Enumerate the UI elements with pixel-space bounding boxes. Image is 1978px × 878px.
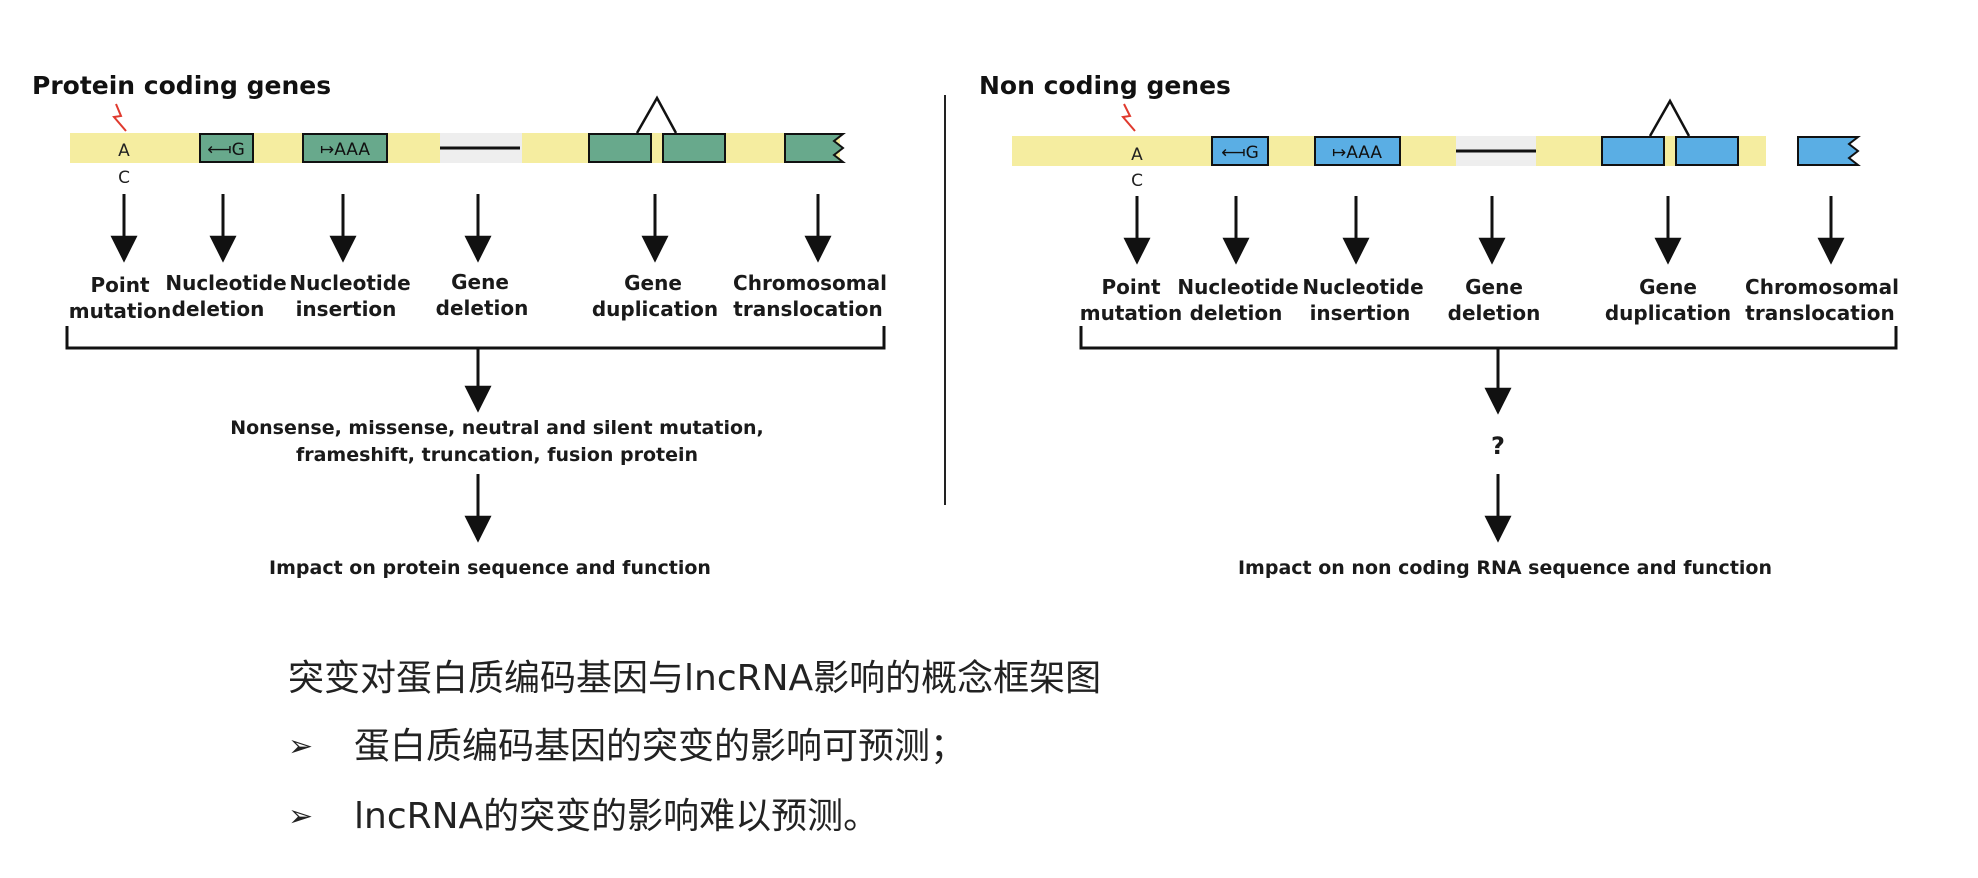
label-nucleotide-insertion-2: insertion <box>296 297 397 321</box>
lightning-icon <box>112 103 127 132</box>
mutation-arrows <box>110 194 832 263</box>
impact-text: Impact on non coding RNA sequence and fu… <box>1238 557 1772 579</box>
base-mutated: C <box>118 168 130 188</box>
label-nucleotide-insertion-2: insertion <box>1310 301 1411 325</box>
label-nucleotide-deletion-2: deletion <box>172 297 265 321</box>
label-nucleotide-insertion-1: Nucleotide <box>289 271 410 295</box>
duplicated-gene-box <box>1675 136 1739 166</box>
label-gene-duplication-1: Gene <box>624 271 682 295</box>
label-point-mutation-1: Point <box>90 273 149 297</box>
label-nucleotide-deletion-1: Nucleotide <box>165 271 286 295</box>
label-nucleotide-insertion-1: Nucleotide <box>1302 275 1423 299</box>
base-mutated: C <box>1131 171 1143 191</box>
duplication-caret <box>635 95 678 134</box>
deletion-box-label: ⟻G <box>207 140 245 160</box>
label-nucleotide-deletion-2: deletion <box>1190 301 1283 325</box>
nucleotide-insertion-box <box>1314 136 1401 166</box>
label-nucleotide-deletion-1: Nucleotide <box>1177 275 1298 299</box>
label-point-mutation-2: mutation <box>1080 301 1183 325</box>
noncoding-panel-title: Non coding genes <box>979 71 1231 100</box>
label-point-mutation-2: mutation <box>69 299 172 323</box>
nucleotide-deletion-box <box>199 133 254 163</box>
label-point-mutation-1: Point <box>1101 275 1160 299</box>
nucleotide-insertion-box <box>302 133 388 163</box>
label-gene-duplication-2: duplication <box>1605 301 1731 325</box>
noncoding-panel: Non coding genes A C ⟻G ↦AAA <box>979 71 1899 579</box>
bullet-arrow-icon: ➢ <box>288 729 314 764</box>
consequence-line-2: frameshift, truncation, fusion protein <box>296 444 698 466</box>
grouping-bracket <box>1079 326 1898 350</box>
base-original: A <box>118 141 130 161</box>
duplication-caret <box>1648 98 1691 137</box>
protein-panel-title: Protein coding genes <box>32 71 331 100</box>
label-gene-deletion-2: deletion <box>1448 301 1541 325</box>
mutation-labels: Point mutation Nucleotide deletion Nucle… <box>1080 275 1899 325</box>
caption-item-text: lncRNA的突变的影响难以预测。 <box>354 796 880 837</box>
label-gene-deletion-1: Gene <box>1465 275 1523 299</box>
duplicated-gene-box <box>1601 136 1665 166</box>
lightning-icon <box>1121 103 1136 132</box>
label-chromosomal-translocation-1: Chromosomal <box>733 271 887 295</box>
deletion-box-label: ⟻G <box>1221 143 1259 163</box>
label-gene-deletion-1: Gene <box>451 270 509 294</box>
label-chromosomal-translocation-2: translocation <box>1745 301 1894 325</box>
insertion-box-label: ↦AAA <box>320 140 370 160</box>
caption-item-text: 蛋白质编码基因的突变的影响可预测； <box>354 726 967 767</box>
consequence-line-1: Nonsense, missense, neutral and silent m… <box>230 417 764 439</box>
mutation-diagram: Protein coding genes A C ⟻G ↦AAA <box>32 71 1899 579</box>
grouping-bracket <box>65 326 886 350</box>
unknown-consequence: ? <box>1491 432 1505 460</box>
caption-item: ➢ 蛋白质编码基因的突变的影响可预测； <box>288 723 1101 771</box>
caption: 突变对蛋白质编码基因与lncRNA影响的概念框架图 ➢ 蛋白质编码基因的突变的影… <box>288 655 1101 863</box>
label-gene-duplication-2: duplication <box>592 297 718 321</box>
nucleotide-deletion-box <box>1211 136 1269 166</box>
translocation-box <box>1797 136 1861 166</box>
impact-text: Impact on protein sequence and function <box>269 557 711 579</box>
duplicated-gene-box <box>588 133 652 163</box>
mutation-arrows <box>1123 196 1845 265</box>
label-chromosomal-translocation-2: translocation <box>733 297 882 321</box>
duplicated-gene-box <box>662 133 726 163</box>
protein-coding-panel: Protein coding genes A C ⟻G ↦AAA <box>32 71 887 579</box>
insertion-box-label: ↦AAA <box>1332 143 1382 163</box>
caption-title: 突变对蛋白质编码基因与lncRNA影响的概念框架图 <box>288 658 1102 699</box>
label-gene-deletion-2: deletion <box>436 296 529 320</box>
base-original: A <box>1131 145 1143 165</box>
label-chromosomal-translocation-1: Chromosomal <box>1745 275 1899 299</box>
translocation-box <box>784 133 846 163</box>
label-gene-duplication-1: Gene <box>1639 275 1697 299</box>
mutation-labels: Point mutation Nucleotide deletion Nucle… <box>69 270 887 323</box>
bullet-arrow-icon: ➢ <box>288 799 314 834</box>
caption-item: ➢ lncRNA的突变的影响难以预测。 <box>288 793 1101 841</box>
